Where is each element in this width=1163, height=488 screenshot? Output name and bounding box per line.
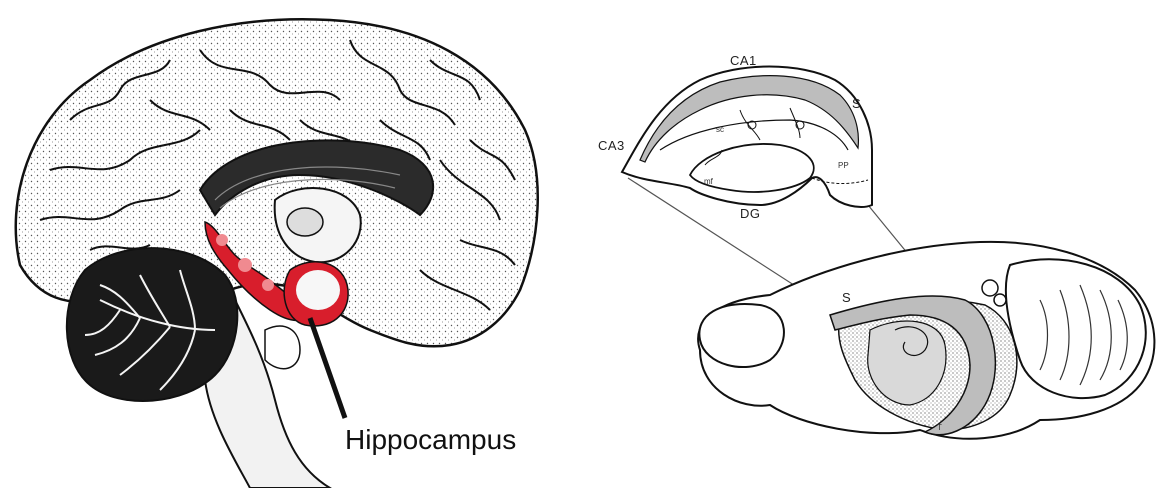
label-t-brain: T	[937, 423, 942, 432]
label-ca1: CA1	[730, 53, 757, 68]
cerebellum	[67, 248, 238, 401]
label-ca3: CA3	[598, 138, 625, 153]
hippocampus-pointer-line	[310, 318, 345, 418]
hippocampal-slice: CA1 CA3 S DG PP sc mf	[598, 53, 872, 221]
hippocampus-label: Hippocampus	[345, 424, 516, 455]
label-s-slice: S	[852, 96, 861, 111]
label-sc: sc	[716, 125, 724, 134]
label-s-brain: S	[842, 290, 851, 305]
label-mf: mf	[704, 177, 714, 186]
human-brain-illustration: Hippocampus	[16, 19, 538, 488]
rodent-brain-illustration: S T CA1 CA3 S DG PP sc mf	[598, 53, 1154, 439]
label-dg: DG	[740, 206, 761, 221]
olfactory-bulb	[699, 304, 784, 367]
label-pp: PP	[838, 161, 849, 170]
